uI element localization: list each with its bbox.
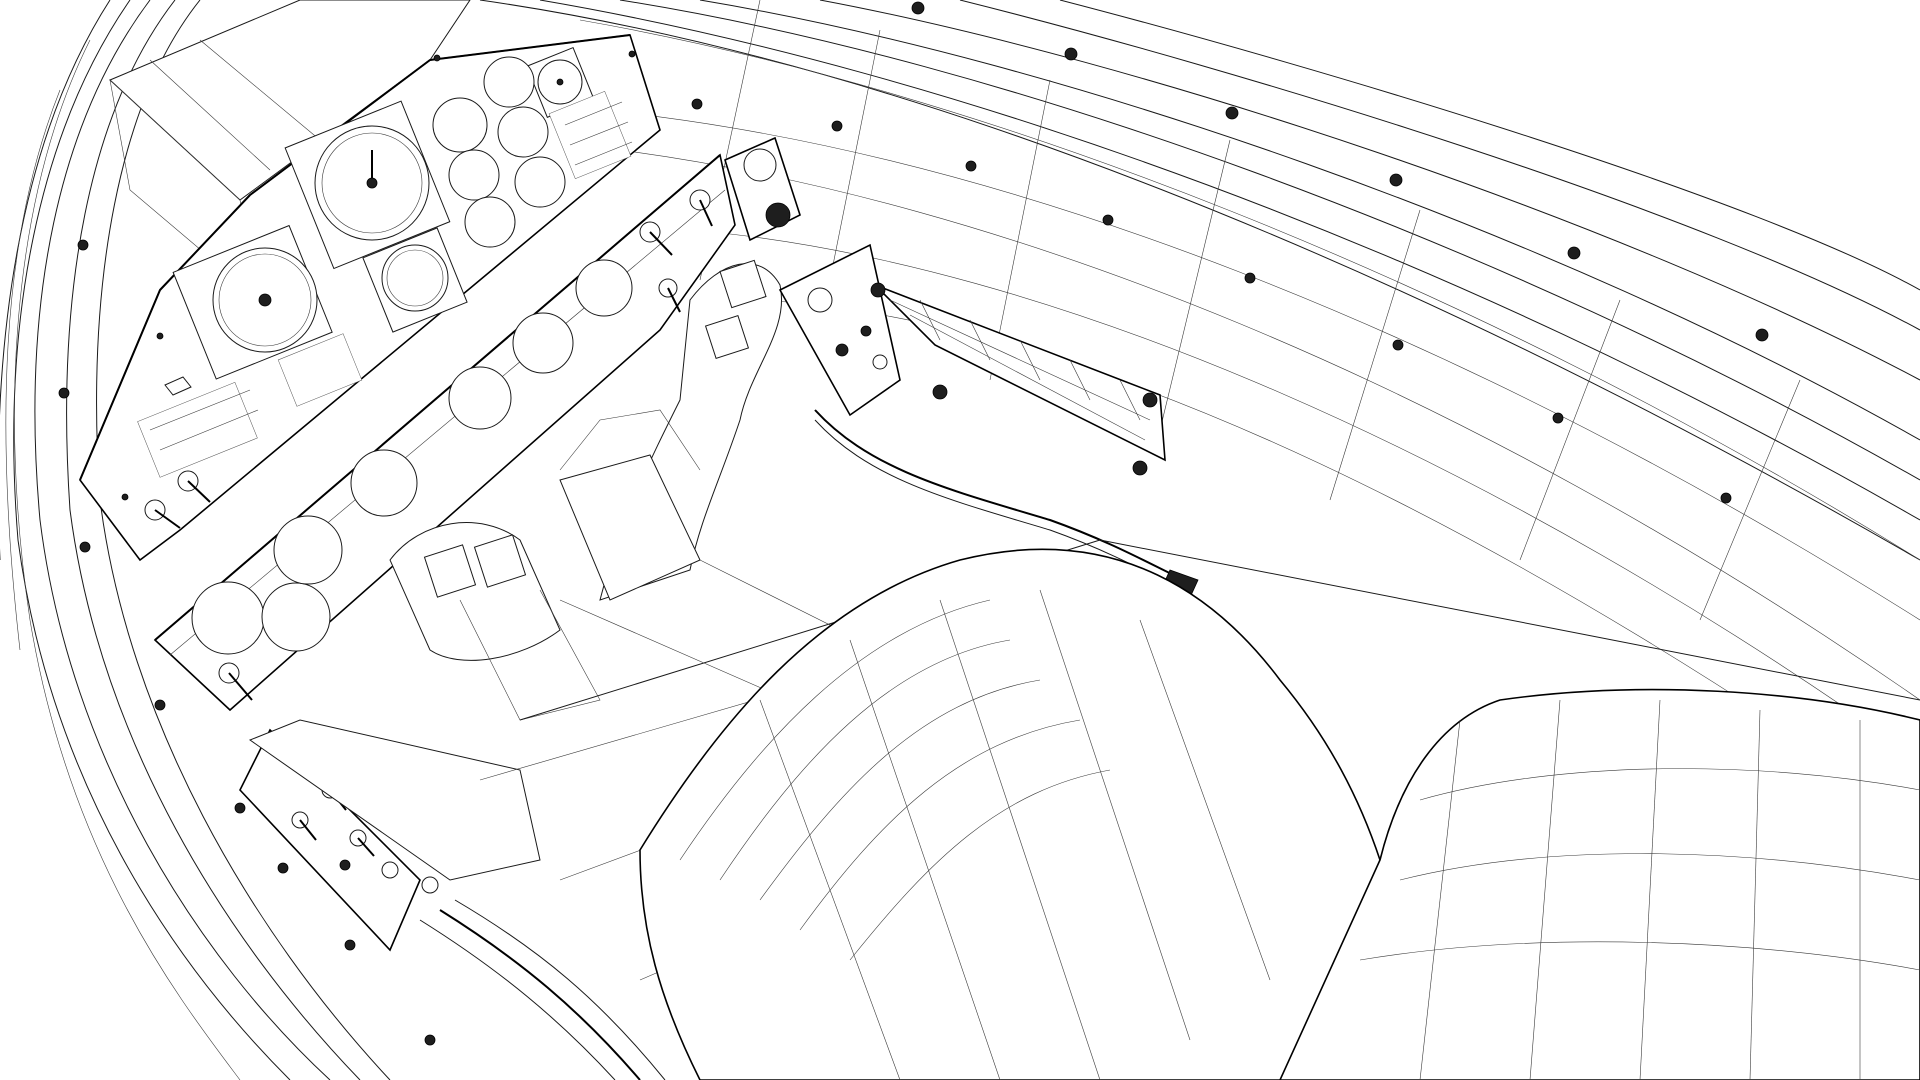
lower-instrument-panel (153, 136, 801, 712)
left-side-console (239, 719, 541, 952)
gauge-small-top (537, 59, 583, 105)
side-rack (870, 282, 1166, 476)
gauge-cluster (432, 56, 566, 248)
upper-instrument-panel (79, 0, 661, 562)
gauge-large-left (212, 247, 318, 353)
cockpit-rail-right (479, 0, 1920, 821)
rail-screws (58, 1, 1769, 1046)
pilot-seat (639, 548, 1920, 1080)
side-switch-panel (778, 243, 901, 417)
switch-grid-lower (137, 333, 363, 478)
cable-harness-lower (419, 899, 666, 1080)
gauge-large-center (314, 125, 430, 241)
gauge-medium (381, 244, 449, 312)
toggle-switches-upper (144, 376, 211, 529)
switch-grid-top (548, 90, 633, 180)
